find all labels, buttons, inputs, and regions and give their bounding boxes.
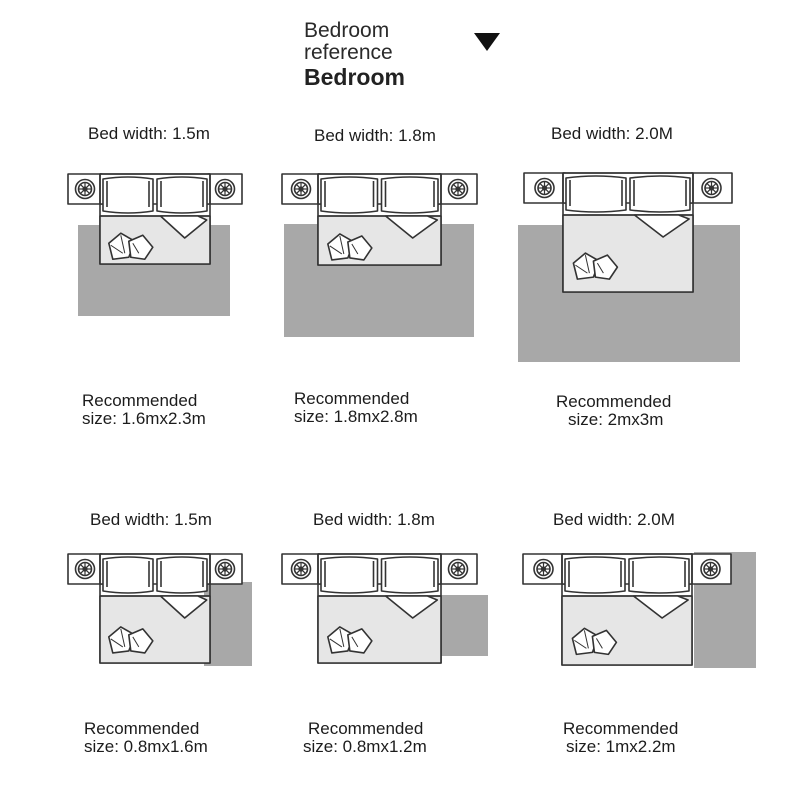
recommended-value: size: 0.8mx1.6m xyxy=(84,737,208,756)
lamp-icon xyxy=(533,558,554,580)
recommended-value: size: 0.8mx1.2m xyxy=(303,737,427,756)
throw-pillow-icon xyxy=(327,233,373,261)
recommended-size-1: Recommended size: 1.6mx2.3m xyxy=(82,392,206,428)
bed-illustration-1 xyxy=(67,173,243,265)
bed-width-label-4: Bed width: 1.5m xyxy=(90,510,212,529)
recommended-size-6: Recommended size: 1mx2.2m xyxy=(563,720,678,756)
duvet-corner xyxy=(633,214,690,238)
lamp-icon xyxy=(74,178,96,200)
pillow xyxy=(564,556,626,594)
throw-pillow-icon xyxy=(572,252,619,280)
pillow xyxy=(628,556,690,594)
recommended-size-3: Recommended size: 2mx3m xyxy=(556,393,671,429)
recommended-label: Recommended xyxy=(556,392,672,411)
bed-width-label-5: Bed width: 1.8m xyxy=(313,510,435,529)
bed-width-label-3: Bed width: 2.0M xyxy=(551,124,673,143)
diagram-title: Bedroom reference Bedroom xyxy=(304,20,405,89)
lamp-icon xyxy=(214,178,236,200)
throw-pillow-icon xyxy=(327,626,373,654)
recommended-label: Recommended xyxy=(308,719,424,738)
recommended-label: Recommended xyxy=(294,389,410,408)
bed-illustration-3 xyxy=(523,172,733,293)
pillow xyxy=(156,556,208,594)
pillow xyxy=(565,175,627,213)
pillow xyxy=(102,176,154,214)
lamp-icon xyxy=(447,558,469,580)
duvet-corner xyxy=(159,215,208,239)
bed-width-label-6: Bed width: 2.0M xyxy=(553,510,675,529)
pillow xyxy=(380,556,439,594)
pillow xyxy=(380,176,439,214)
bed-illustration-6 xyxy=(522,553,732,666)
lamp-icon xyxy=(700,558,721,580)
duvet-corner xyxy=(159,595,208,619)
throw-pillow-icon xyxy=(107,626,154,654)
recommended-value: size: 1.6mx2.3m xyxy=(82,409,206,428)
bed-illustration-4 xyxy=(67,553,243,664)
throw-pillow-icon xyxy=(107,232,154,261)
bed-illustration-2 xyxy=(281,173,478,266)
lamp-icon xyxy=(290,558,312,580)
throw-pillow-icon xyxy=(571,627,618,656)
lamp-icon xyxy=(214,558,236,580)
recommended-value: size: 1mx2.2m xyxy=(566,737,676,756)
recommended-label: Recommended xyxy=(82,391,198,410)
recommended-size-2: Recommended size: 1.8mx2.8m xyxy=(294,390,418,426)
rug-5 xyxy=(440,595,488,656)
triangle-down-icon xyxy=(474,33,500,51)
title-line-1: Bedroom xyxy=(304,19,390,42)
bed-width-label-2: Bed width: 1.8m xyxy=(314,126,436,145)
title-line-3: Bedroom xyxy=(304,64,405,90)
bed-illustration-5 xyxy=(281,553,478,664)
recommended-label: Recommended xyxy=(84,719,200,738)
lamp-icon xyxy=(290,178,312,200)
recommended-value: size: 2mx3m xyxy=(568,410,664,429)
duvet-corner xyxy=(632,595,689,619)
lamp-icon xyxy=(74,558,96,580)
title-line-2: reference xyxy=(304,41,393,64)
pillow xyxy=(320,176,379,214)
duvet-corner xyxy=(384,595,439,619)
recommended-value: size: 1.8mx2.8m xyxy=(294,407,418,426)
recommended-size-5: Recommended size: 0.8mx1.2m xyxy=(303,720,427,756)
pillow xyxy=(320,556,379,594)
bed-width-label-1: Bed width: 1.5m xyxy=(88,124,210,143)
lamp-icon xyxy=(534,177,555,199)
pillow xyxy=(156,176,208,214)
pillow xyxy=(102,556,154,594)
lamp-icon xyxy=(447,178,469,200)
rug-4 xyxy=(204,582,252,666)
lamp-icon xyxy=(701,177,722,199)
pillow xyxy=(629,175,691,213)
recommended-size-4: Recommended size: 0.8mx1.6m xyxy=(84,720,208,756)
recommended-label: Recommended xyxy=(563,719,679,738)
duvet-corner xyxy=(384,215,439,239)
